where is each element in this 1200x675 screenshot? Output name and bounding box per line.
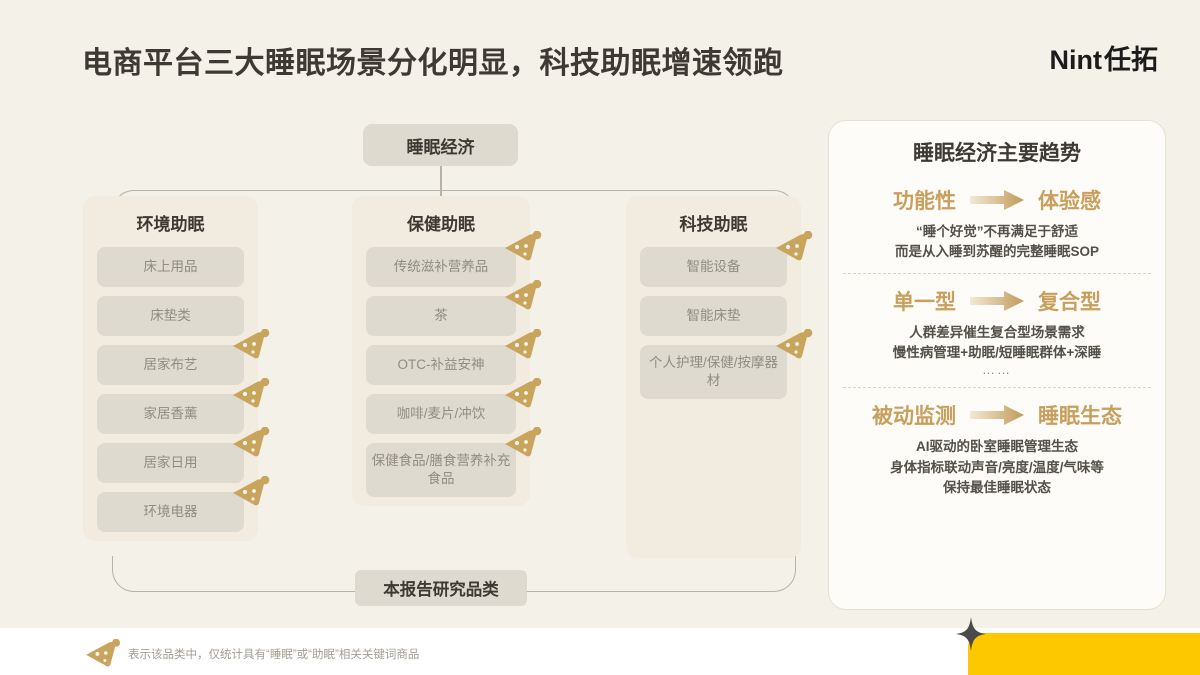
category-chip[interactable]: 咖啡/麦片/冲饮 [366,378,542,434]
category-column-technology: 科技助眠智能设备智能床垫个人护理/保健/按摩器材 [626,196,813,558]
category-chip-label: 床上用品 [143,258,198,274]
trend-item: 被动监测 睡眠生态 AI驱动的卧室睡眠管理生态身体指标联动声音/亮度/温度/气味等保… [843,387,1151,508]
sparkle-icon [956,617,986,651]
category-chip[interactable]: 居家日用 [97,427,270,483]
trend-to-term: 复合型 [1038,290,1101,314]
category-chip[interactable]: 个人护理/保健/按摩器材 [640,329,813,399]
category-chip-label: 居家布艺 [143,356,198,372]
trend-description: 人群差异催生复合型场景需求慢性病管理+助眠/短睡眠群体+深睡 [892,324,1102,360]
trends-panel: 睡眠经济主要趋势 功能性 体验感 “睡个好觉”不再满足于舒适而是从入睡到苏醒的完整睡… [828,120,1166,610]
category-chip[interactable]: 床上用品 [97,247,244,287]
trend-from-term: 功能性 [893,190,956,213]
category-chip[interactable]: 居家布艺 [97,329,270,385]
category-column-health: 保健助眠传统滋补营养品茶 OTC-补益安神咖啡/麦片/冲饮保健食品/膳食营养补充食… [352,196,542,506]
category-chip-label: 传统滋补营养品 [393,258,489,274]
category-chip[interactable]: 家居香薰 [97,378,270,434]
trend-to-term: 睡眠生态 [1038,405,1122,429]
category-chip-label: OTC-补益安神 [397,356,485,372]
decoration-yellow-bar [968,633,1200,675]
arrow-right-icon [970,405,1024,426]
column-title: 科技助眠 [679,215,748,234]
trend-heading: 单一型 复合型 [843,286,1151,316]
category-chip-label: 居家日用 [143,454,198,470]
category-chip-label: 茶 [434,307,448,323]
category-chip-label: 咖啡/麦片/冲饮 [396,405,486,421]
trend-item: 单一型 复合型人群差异催生复合型场景需求慢性病管理+助眠/短睡眠群体+深睡 …… [843,272,1151,388]
logo-text-cn: 任拓 [1104,45,1158,75]
category-chip[interactable]: 茶 [366,280,542,336]
trends-panel-title: 睡眠经济主要趋势 [913,142,1081,165]
arrow-right-icon [970,290,1024,311]
column-title: 环境助眠 [136,215,205,234]
category-chip[interactable]: 保健食品/膳食营养补充食品 [366,427,542,497]
category-chip-label: 智能床垫 [686,307,741,323]
category-chip[interactable]: OTC-补益安神 [366,329,542,385]
category-chip[interactable]: 智能床垫 [640,296,787,336]
brand-logo: Nint任拓 [1050,38,1158,77]
category-chip-label: 家居香薰 [143,405,198,421]
category-chip-label: 保健食品/膳食营养补充食品 [371,452,511,486]
trend-from-term: 单一型 [893,290,956,314]
nightcap-icon [86,639,121,667]
arrow-right-icon [970,190,1024,210]
category-chip[interactable]: 床垫类 [97,296,244,336]
study-scope-label: 本报告研究品类 [355,570,527,606]
logo-text-en: Nint [1049,45,1102,75]
root-node: 睡眠经济 [363,124,518,166]
trend-to-term: 体验感 [1038,190,1101,213]
page-title: 电商平台三大睡眠场景分化明显，科技助眠增速领跑 [82,47,784,80]
trend-description: “睡个好觉”不再满足于舒适而是从入睡到苏醒的完整睡眠SOP [894,224,1099,260]
trend-ellipsis: …… [982,362,1012,377]
trend-from-term: 被动监测 [872,405,956,429]
category-chip-label: 床垫类 [150,307,191,323]
root-connector-line [440,166,442,211]
trend-heading: 功能性 体验感 [843,185,1151,215]
trend-heading: 被动监测 睡眠生态 [843,400,1151,430]
category-chip-label: 个人护理/保健/按摩器材 [648,354,778,388]
category-chip[interactable]: 传统滋补营养品 [366,231,542,287]
category-chip-label: 智能设备 [686,258,741,274]
category-chip[interactable]: 智能设备 [640,231,813,287]
category-chip[interactable]: 环境电器 [97,476,270,532]
category-column-environment: 环境助眠床上用品床垫类居家布艺家居香薰居家日用环境电器 [83,196,270,541]
footnote-text: 表示该品类中，仅统计具有“睡眠”或“助眠”相关关键词商品 [128,649,420,661]
category-chip-label: 环境电器 [143,503,198,519]
column-title: 保健助眠 [407,215,475,234]
trend-item: 功能性 体验感 “睡个好觉”不再满足于舒适而是从入睡到苏醒的完整睡眠SOP [843,181,1151,273]
trend-list: 功能性 体验感 “睡个好觉”不再满足于舒适而是从入睡到苏醒的完整睡眠SOP 单一型 复合… [843,181,1151,508]
trend-description: AI驱动的卧室睡眠管理生态身体指标联动声音/亮度/温度/气味等保持最佳睡眠状态 [890,439,1104,495]
